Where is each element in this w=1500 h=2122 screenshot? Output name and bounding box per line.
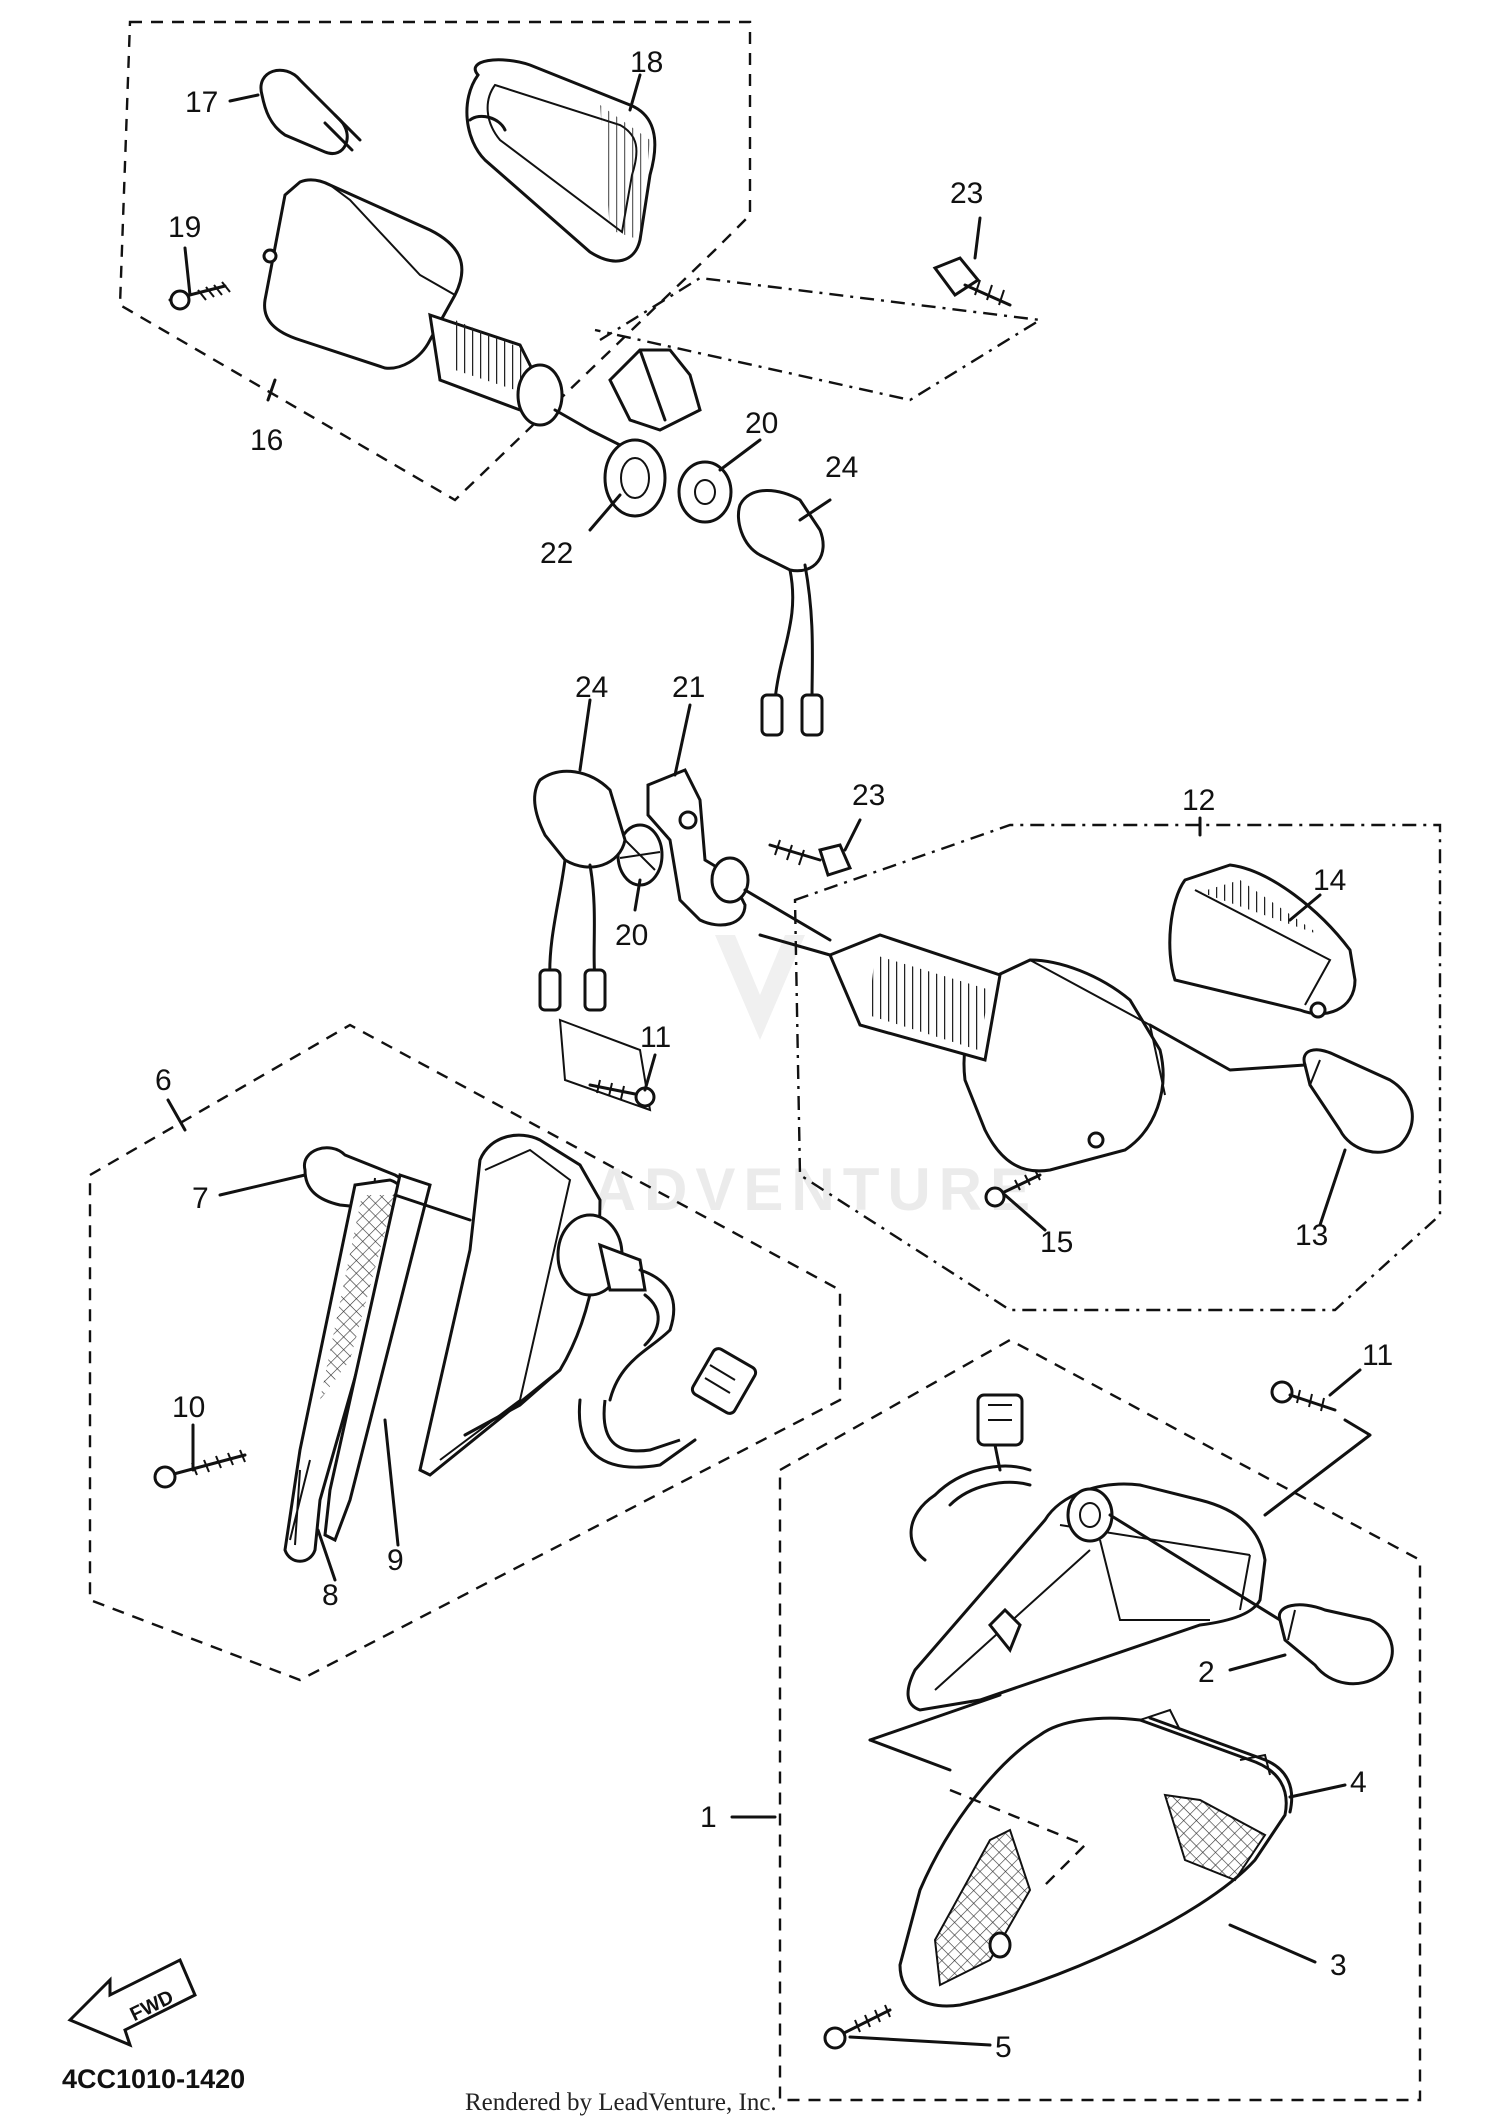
screw-10 [153, 1449, 247, 1489]
flasher-housing-16 [262, 178, 642, 457]
callout-13: 13 [1295, 1219, 1328, 1252]
lens-18 [465, 58, 657, 263]
screw-19 [168, 281, 231, 311]
callout-12: 12 [1182, 784, 1215, 817]
sticker-outline [558, 1018, 652, 1112]
callout-10: 10 [172, 1391, 205, 1424]
callout-20-top: 20 [745, 407, 778, 440]
callout-15: 15 [1040, 1226, 1073, 1259]
gasket-4 [1148, 1716, 1294, 1814]
flasher-housing-6 [418, 1133, 758, 1477]
bulb-17 [259, 68, 362, 155]
callout-5: 5 [995, 2031, 1012, 2064]
callout-6: 6 [155, 1064, 172, 1097]
group-outline-6 [88, 1023, 842, 1682]
diagram-code: 4CC1010-1420 [62, 2064, 245, 2094]
callout-7: 7 [192, 1182, 209, 1215]
callout-24-top: 24 [825, 451, 858, 484]
callout-3: 3 [1330, 1949, 1347, 1982]
screw-15 [984, 1169, 1042, 1208]
callout-20-middle: 20 [615, 919, 648, 952]
callout-11-left: 11 [640, 1021, 671, 1054]
callout-18: 18 [630, 46, 663, 79]
leader-socket-bulb [1108, 1513, 1282, 1622]
mount-hardware-top [603, 348, 825, 737]
flasher-housing-12 [758, 933, 1166, 1173]
callout-23-middle: 23 [852, 779, 885, 812]
callout-24-middle: 24 [575, 671, 608, 704]
screw-5 [823, 2004, 892, 2050]
group-outline-16 [118, 20, 752, 502]
watermark-logo [715, 935, 805, 1040]
front-flasher-assembly [758, 823, 1442, 1312]
callout-21: 21 [672, 671, 705, 704]
callout-23-top: 23 [950, 177, 983, 210]
bolt-23-middle [768, 839, 853, 877]
group-outline-12 [793, 823, 1442, 1312]
callout-16: 16 [250, 424, 283, 457]
callout-19: 19 [168, 211, 201, 244]
mount-hardware-middle [533, 768, 832, 1012]
reference-dashes-lens [949, 1788, 1088, 1891]
left-flasher-assembly [88, 1018, 842, 1682]
callout-11-right: 11 [1362, 1339, 1393, 1372]
bulb-2 [1277, 1603, 1394, 1686]
lens-3 [898, 1708, 1288, 2008]
callout-9: 9 [387, 1544, 404, 1577]
callout-labels: 1 2 3 4 5 6 7 8 9 10 11 11 12 13 14 15 1… [155, 46, 1393, 2064]
callout-17: 17 [185, 86, 218, 119]
rear-flasher-assembly [118, 20, 752, 502]
gasket-9 [323, 1173, 432, 1543]
callout-leaders [166, 73, 1362, 2047]
flasher-housing-1 [906, 1393, 1267, 1712]
callout-2: 2 [1198, 1656, 1215, 1689]
leader-screw-housing [1263, 1418, 1372, 1517]
render-credit: Rendered by LeadVenture, Inc. [465, 2089, 777, 2116]
right-flasher-assembly [778, 1338, 1422, 2102]
forward-direction-arrow: FWD [67, 1957, 197, 2048]
callout-22: 22 [540, 537, 573, 570]
leader-bulb-housing [393, 1193, 472, 1222]
bulb-13 [1302, 1048, 1414, 1154]
callout-14: 14 [1313, 864, 1346, 897]
callout-4: 4 [1350, 1766, 1367, 1799]
callout-1: 1 [700, 1801, 717, 1834]
screw-11-left [588, 1079, 656, 1108]
reference-box-top [594, 276, 1044, 402]
callout-8: 8 [322, 1579, 339, 1612]
screw-11-right [1270, 1380, 1337, 1412]
leader-housing-lens [868, 1693, 1002, 1742]
leader-lens-ref [868, 1738, 952, 1772]
bolt-23-top [932, 256, 1012, 307]
leader-lens-bulb [1148, 1023, 1307, 1072]
group-outline-1 [778, 1338, 1422, 2102]
arrow-icon [67, 1957, 197, 2048]
